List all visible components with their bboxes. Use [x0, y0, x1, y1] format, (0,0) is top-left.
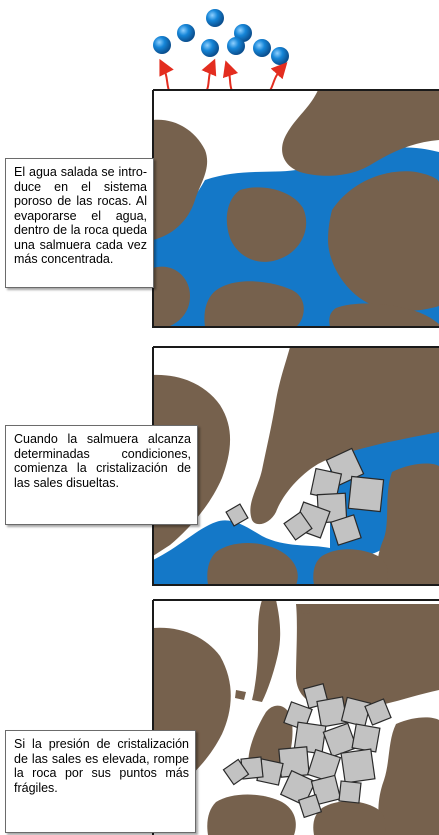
salt-crystal: [364, 698, 392, 726]
salt-crystal: [340, 748, 376, 784]
salt-crystal: [316, 696, 348, 728]
salt-crystal: [306, 748, 342, 784]
salt-crystal: [338, 780, 362, 804]
salt-crystals: [225, 447, 385, 546]
rock-grain: [153, 266, 190, 327]
salt-crystal: [293, 721, 327, 755]
vapor-bubble: [206, 9, 224, 27]
rock-grain: [296, 604, 439, 707]
rock-grain: [313, 549, 388, 585]
rock-grain: [153, 119, 208, 240]
salt-crystal: [279, 769, 317, 807]
vapor-bubble: [227, 37, 245, 55]
rock-grain: [282, 90, 439, 176]
vapor-bubble: [153, 36, 171, 54]
rock-fragment: [301, 606, 310, 614]
rock-grain: [252, 600, 281, 702]
rock-grain: [378, 717, 439, 835]
vapor-bubble: [253, 39, 271, 57]
rock-fragment: [260, 606, 268, 612]
salt-crystal: [347, 475, 385, 513]
salt-crystal: [222, 758, 250, 786]
salt-crystal: [297, 793, 323, 819]
salt-crystal: [225, 503, 249, 527]
salt-crystal: [283, 511, 313, 541]
rock-grain: [328, 171, 439, 311]
salt-crystal: [351, 723, 381, 753]
vapor-bubble: [201, 39, 219, 57]
rock-grain: [226, 187, 307, 262]
salt-crystal: [340, 696, 372, 728]
panel-1-diagram: [152, 89, 439, 328]
water-vapor-bubbles: [153, 9, 289, 65]
rock-grain: [207, 794, 296, 835]
rock-grain: [329, 303, 439, 327]
rock-grain: [313, 801, 386, 835]
vapor-bubble: [177, 24, 195, 42]
panel-3-diagram: [152, 599, 439, 835]
vapor-bubble: [271, 47, 289, 65]
rock-grain: [377, 463, 439, 585]
rock-grain: [250, 347, 439, 525]
rock-fragment: [235, 690, 246, 700]
salt-crystals: [222, 683, 392, 819]
rock-grain: [207, 543, 298, 585]
salt-crystal: [310, 774, 342, 806]
salt-crystal: [330, 514, 362, 546]
panel-3-caption: Si la presión de crista­lización de las …: [5, 730, 196, 833]
rock-grain: [204, 281, 304, 327]
panel-1-caption: El agua salada se intro­duce en el siste…: [5, 158, 154, 288]
panel-2-caption: Cuando la salmuera alcanza determinadas …: [5, 425, 198, 525]
